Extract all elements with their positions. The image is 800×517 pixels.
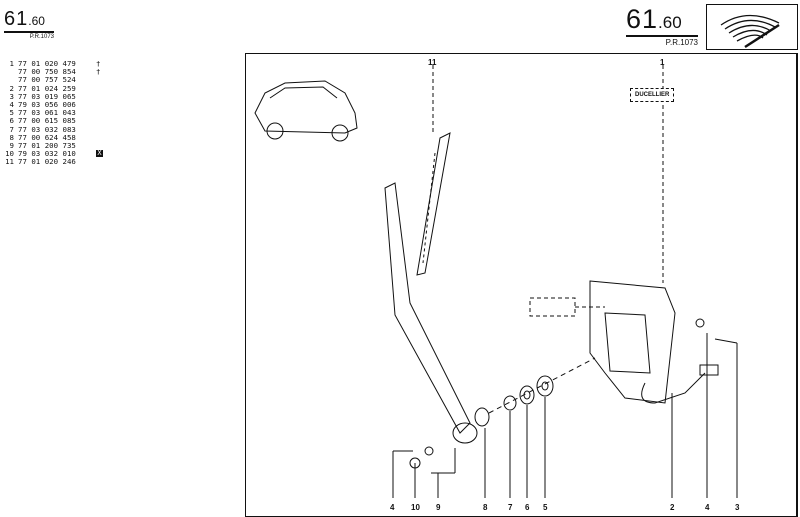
parts-row: 3 77 03 019 065	[4, 91, 106, 101]
section-sub: .60	[658, 13, 682, 32]
callout-9: 9	[436, 503, 441, 512]
callout-7: 7	[508, 503, 513, 512]
part-mark	[96, 109, 106, 117]
part-number: 5	[9, 108, 14, 118]
part-number: 2	[9, 83, 14, 93]
parts-row: 4 79 03 056 006	[4, 100, 106, 110]
section-sub: .60	[28, 14, 45, 28]
part-reference: 77 01 020 246	[18, 157, 76, 167]
part-mark	[96, 76, 106, 84]
part-reference: 77 00 750 854	[18, 67, 76, 77]
callout-1: 1	[660, 58, 665, 67]
part-number: 7	[9, 124, 14, 134]
parts-row: 9 77 01 200 735	[4, 141, 106, 151]
section-reference-left: 61.60 P.R.1073	[4, 8, 54, 40]
section-main: 61	[4, 8, 29, 30]
callout-10: 10	[411, 503, 420, 512]
parts-list: 1 77 01 020 479 † 77 00 750 854 † 77 00 757 5…	[4, 59, 106, 167]
parts-row: 77 00 750 854 †	[4, 67, 106, 77]
part-reference: 77 03 019 065	[18, 91, 76, 101]
parts-row: 6 77 00 615 085	[4, 117, 106, 125]
part-reference: 77 00 757 524	[18, 75, 76, 85]
parts-row: 7 77 03 032 083	[4, 124, 106, 134]
callout-3: 3	[735, 503, 740, 512]
part-number: 11	[5, 157, 14, 167]
callout-6: 6	[525, 503, 530, 512]
part-number: 4	[9, 100, 14, 110]
part-mark: †	[96, 67, 101, 77]
parts-row: 5 77 03 061 043	[4, 109, 106, 117]
part-reference: 77 03 061 043	[18, 108, 76, 118]
part-number: 9	[9, 141, 14, 151]
part-number	[4, 68, 14, 76]
part-number: 1	[9, 59, 14, 68]
part-number: 10	[5, 149, 14, 159]
part-mark	[96, 134, 106, 142]
part-reference: 79 03 032 010	[18, 149, 76, 159]
exploded-diagram	[254, 65, 738, 498]
callout-4b: 4	[705, 503, 710, 512]
part-number: 3	[9, 91, 14, 101]
callout-4: 4	[390, 503, 395, 512]
callout-5: 5	[543, 503, 548, 512]
parts-row: 8 77 00 624 458	[4, 132, 106, 142]
car-illustration	[254, 80, 358, 142]
part-reference: 79 03 056 006	[18, 100, 76, 110]
pr-code: P.R.1073	[626, 35, 698, 47]
section-main: 61	[626, 4, 659, 34]
callout-2: 2	[670, 503, 675, 512]
part-mark	[96, 85, 106, 93]
part-number: 6	[9, 116, 14, 126]
part-mark	[96, 158, 106, 166]
part-mark	[96, 117, 106, 125]
part-reference: 77 03 032 083	[18, 124, 76, 134]
part-mark	[96, 126, 106, 134]
wiper-blade	[416, 132, 451, 276]
part-reference: 77 01 200 735	[18, 141, 76, 151]
parts-row: 10 79 03 032 010 X	[4, 150, 106, 158]
section-reference-right: 61.60 P.R.1073	[626, 4, 698, 47]
part-reference: 77 00 624 458	[18, 132, 76, 142]
part-reference: 77 01 020 479	[18, 59, 76, 68]
part-number: 8	[9, 132, 14, 142]
part-mark	[96, 101, 106, 109]
wiper-thumbnail-icon	[706, 4, 798, 50]
parts-row: 2 77 01 024 259	[4, 83, 106, 93]
parts-row: 77 00 757 524	[4, 76, 106, 84]
callout-11-label: 11	[428, 58, 437, 67]
part-reference: 77 01 024 259	[18, 83, 76, 93]
brand-label: DUCELLIER	[630, 88, 675, 102]
part-mark: X	[96, 149, 103, 158]
parts-row: 1 77 01 020 479 †	[4, 59, 106, 68]
wiper-motor	[589, 280, 719, 404]
part-mark	[96, 93, 106, 101]
part-mark: †	[96, 59, 101, 68]
pr-code: P.R.1073	[4, 31, 54, 40]
part-reference: 77 00 615 085	[18, 116, 76, 126]
parts-row: 11 77 01 020 246	[4, 158, 106, 166]
callout-8: 8	[483, 503, 488, 512]
wiper-arm	[384, 182, 478, 444]
